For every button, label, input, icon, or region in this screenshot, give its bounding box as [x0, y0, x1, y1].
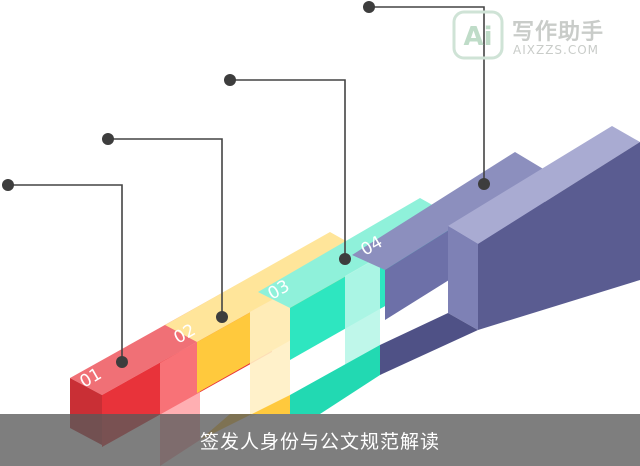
logo-title: 写作助手 [512, 20, 605, 45]
connector-02-start-dot [102, 133, 114, 145]
step-04-block [352, 126, 640, 375]
connector-01 [8, 184, 123, 362]
connector-01-start-dot [2, 179, 14, 191]
connector-04-end-dot [478, 178, 490, 190]
logo-subtitle: AIXZZS.COM [513, 43, 600, 57]
caption-bar: 签发人身份与公文规范解读 [0, 414, 640, 466]
connector-03 [230, 79, 346, 259]
caption-text: 签发人身份与公文规范解读 [199, 430, 440, 453]
connector-04-start-dot [363, 1, 375, 13]
connector-02-end-dot [216, 311, 228, 323]
connector-04 [369, 6, 485, 184]
watermark-logo: Ai 写作助手 AIXZZS.COM [452, 8, 632, 62]
connector-01-end-dot [116, 356, 128, 368]
connector-03-end-dot [339, 253, 351, 265]
logo-ai-icon: Ai [452, 10, 504, 60]
logo-mark-text: Ai [463, 22, 492, 52]
connector-03-start-dot [224, 74, 236, 86]
connector-02 [108, 138, 223, 317]
